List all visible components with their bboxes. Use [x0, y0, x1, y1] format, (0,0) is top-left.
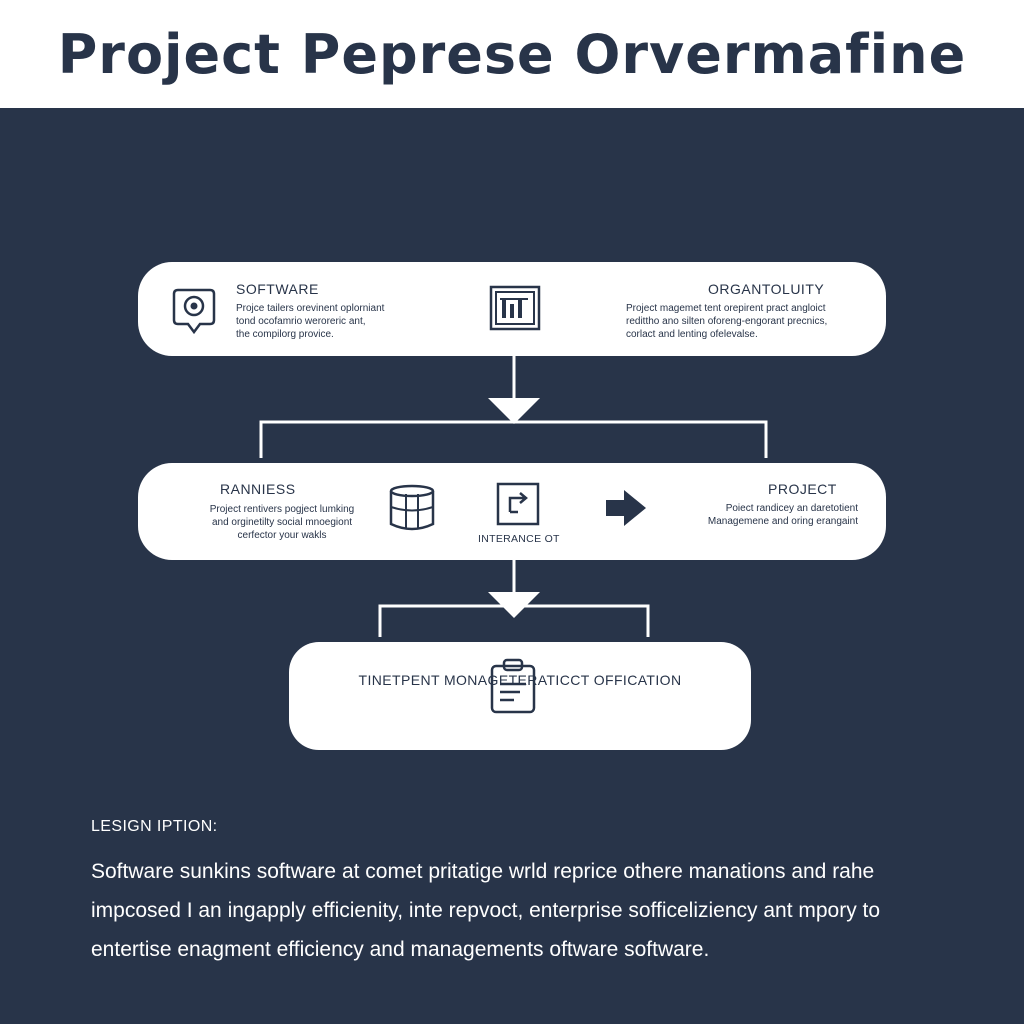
connector-branch-1 [259, 420, 768, 458]
card-desc-software: Projce tailers orevinent oplorniant tond… [236, 303, 385, 340]
arrow-right-icon [604, 488, 648, 528]
connector-arrowhead-1 [488, 398, 540, 424]
card-title-organtoluity: ORGANTOLUITY [708, 281, 825, 297]
clipboard-icon [488, 658, 538, 714]
process-card-ranniess: RANNIESS Project rentivers pogject lumki… [138, 463, 886, 560]
description-body: Software sunkins software at comet prita… [91, 852, 941, 969]
process-card-management: TINETPENT MONAGETERATICCT OFFICATION [289, 642, 751, 750]
interface-icon [496, 482, 540, 526]
card-title-management: TINETPENT MONAGETERATICCT OFFICATION [358, 672, 682, 688]
header-banner: Project Peprese Orvermafine [0, 0, 1024, 108]
database-icon [388, 484, 436, 532]
card-desc-project: Poiect randicey an daretotient Managemen… [707, 503, 858, 527]
page-title: Project Peprese Orvermafine [57, 22, 967, 86]
card-title-ranniess: RANNIESS [220, 481, 296, 497]
card-title-software: SOFTWARE [236, 281, 319, 297]
interface-caption: INTERANCE OT [478, 533, 560, 545]
description-line: entertise enagment efficiency and manage… [91, 938, 710, 961]
card-desc-organtoluity: Project magemet tent orepirent pract ang… [626, 303, 828, 340]
description-label: LESIGN IPTION: [91, 818, 218, 835]
card-title-project: PROJECT [768, 481, 837, 497]
description-line: impcosed I an ingapply efficienity, inte… [91, 899, 881, 922]
card-desc-ranniess: Project rentivers pogject lumking and or… [209, 504, 355, 541]
connector-branch-2 [378, 604, 650, 637]
process-card-software: SOFTWARE Projce tailers orevinent oplorn… [138, 262, 886, 356]
location-pin-icon [172, 286, 216, 336]
chart-board-icon [488, 284, 542, 332]
description-line: Software sunkins software at comet prita… [91, 860, 875, 883]
